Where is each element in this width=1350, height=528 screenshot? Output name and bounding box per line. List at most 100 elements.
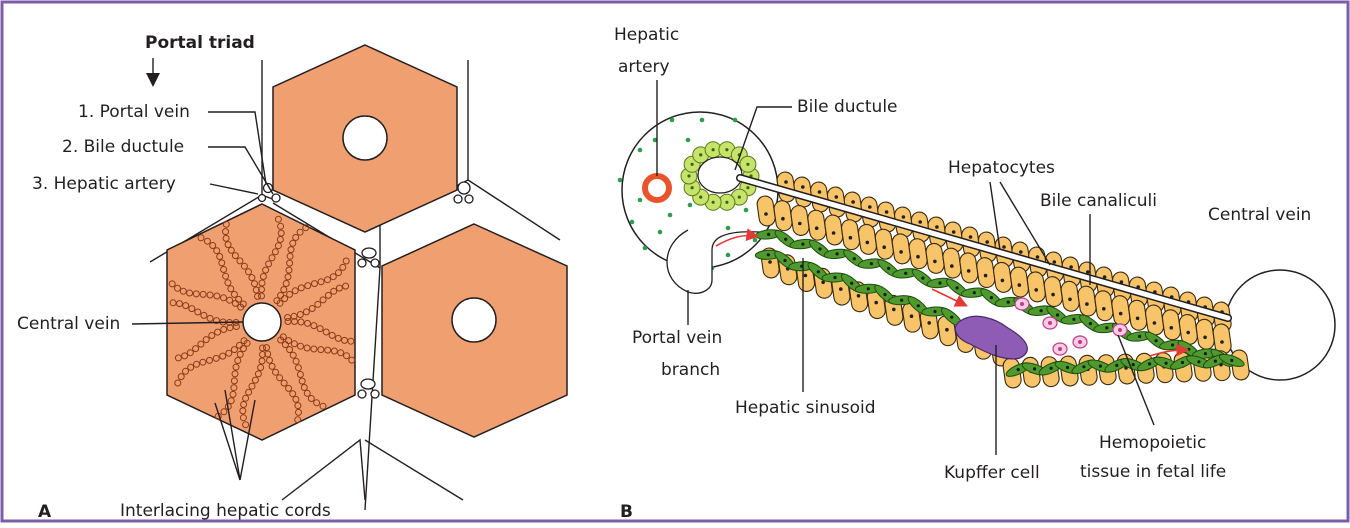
hemopoietic-nucleus xyxy=(1048,321,1052,325)
hepatocyte-nucleus xyxy=(910,314,914,318)
ductule-nucleus xyxy=(725,148,728,151)
sinusoid-nucleus xyxy=(1099,365,1102,368)
hepatocyte-nucleus xyxy=(868,205,872,209)
sinusoid-nucleus xyxy=(867,287,870,290)
hepatocyte-upper-b xyxy=(790,205,810,237)
leader-hepatic-artery xyxy=(210,184,258,194)
sinusoid-nucleus xyxy=(817,270,820,273)
hepatocyte-upper-b xyxy=(925,242,945,274)
hepatocyte-nucleus xyxy=(1001,279,1005,283)
sinusoid-nucleus xyxy=(1214,360,1217,363)
hepatocyte-nucleus xyxy=(885,210,889,214)
hepatocyte-nucleus xyxy=(1085,302,1089,306)
label-central-vein-a: Central vein xyxy=(17,314,120,334)
hepatocyte-nucleus xyxy=(952,230,956,234)
portal-triad-title: Portal triad xyxy=(145,33,255,53)
hepatocyte-nucleus xyxy=(849,236,853,240)
hemopoietic-nucleus xyxy=(1058,347,1062,351)
label-central-vein-b: Central vein xyxy=(1208,205,1311,225)
sinusoid-nucleus xyxy=(1033,367,1036,370)
sinusoid-nucleus xyxy=(1197,360,1200,363)
sinusoid-nucleus xyxy=(900,299,903,302)
panel-a-letter: A xyxy=(38,502,52,522)
sinusoid-nucleus xyxy=(1082,365,1085,368)
sinusoid-nucleus xyxy=(1040,309,1043,312)
hepatocyte-upper-b xyxy=(908,238,928,270)
ductule-nucleus xyxy=(699,153,702,156)
hepatocyte-nucleus xyxy=(866,241,870,245)
panel-a: Portal triad 1. Portal vein 2. Bile duct… xyxy=(17,33,567,522)
hepatocyte-nucleus xyxy=(1019,250,1023,254)
portal-dot xyxy=(744,208,749,213)
hepatocyte-nucleus xyxy=(798,222,802,226)
hepatocyte-nucleus xyxy=(1068,298,1072,302)
sinusoid-nucleus xyxy=(836,252,839,255)
hepatocyte-nucleus xyxy=(1051,293,1055,297)
sinusoid-nucleus xyxy=(1171,343,1174,346)
sinusoid-nucleus xyxy=(1230,359,1233,362)
sinusoid-nucleus xyxy=(950,316,953,319)
sinusoid-nucleus xyxy=(784,238,787,241)
hepatic-artery-vessel xyxy=(645,176,669,200)
hepatocyte-nucleus xyxy=(839,287,843,291)
hepatocyte-nucleus xyxy=(927,321,931,325)
sinusoid-nucleus xyxy=(921,277,924,280)
hepatocyte-nucleus xyxy=(1102,307,1106,311)
hepatocyte-nucleus xyxy=(781,217,785,221)
ductule-nucleus xyxy=(746,186,749,189)
sinusoid-nucleus xyxy=(917,304,920,307)
sinusoid-nucleus xyxy=(1105,326,1108,329)
leader-portal-vein xyxy=(208,112,266,184)
label-portal-vein-2: branch xyxy=(661,360,720,380)
ductule-nucleus xyxy=(687,174,690,177)
hepatocyte-nucleus xyxy=(933,260,937,264)
portal-dot xyxy=(658,230,663,235)
hepatocyte-nucleus xyxy=(899,250,903,254)
sinusoid-nucleus xyxy=(833,276,836,279)
bile-ductule-lumen xyxy=(698,157,742,193)
hepatocyte-nucleus xyxy=(935,225,939,229)
sinusoid-nucleus xyxy=(956,286,959,289)
ductule-nucleus xyxy=(746,163,749,166)
hepatocyte-nucleus xyxy=(1069,265,1073,269)
sinusoid-nucleus xyxy=(818,247,821,250)
hepatocyte-nucleus xyxy=(1170,326,1174,330)
ductule-nucleus xyxy=(738,196,741,199)
hepatocyte-nucleus xyxy=(902,215,906,219)
lobule-left-central-vein xyxy=(243,303,281,341)
hepatocyte-nucleus xyxy=(985,240,989,244)
portal-dot xyxy=(638,198,643,203)
hepatocyte-upper-b xyxy=(959,252,979,284)
hepatocyte-nucleus xyxy=(969,235,973,239)
sinusoid-nucleus xyxy=(1181,361,1184,364)
hepatocyte-nucleus xyxy=(1203,336,1207,340)
hepatocyte-upper-b xyxy=(942,247,962,279)
portal-dot xyxy=(618,178,623,183)
sinusoid-nucleus xyxy=(853,257,856,260)
hepatocyte-nucleus xyxy=(804,274,808,278)
ductule-nucleus xyxy=(725,201,728,204)
sinusoid-nucleus xyxy=(973,291,976,294)
sinusoid-nucleus xyxy=(850,282,853,285)
label-hepatic-cords: Interlacing hepatic cords xyxy=(120,501,331,521)
portal-dot xyxy=(688,203,693,208)
hepatocyte-upper-b xyxy=(807,209,827,241)
label-hepatic-sinusoid: Hepatic sinusoid xyxy=(735,398,876,418)
sinusoid-nucleus xyxy=(1017,368,1020,371)
hepatocyte-nucleus xyxy=(892,308,896,312)
hepatocyte-nucleus xyxy=(851,200,855,204)
hepatocyte-nucleus xyxy=(1153,321,1157,325)
hepatocyte-nucleus xyxy=(967,269,971,273)
hepatocyte-nucleus xyxy=(882,245,886,249)
label-portal-vein-1: Portal vein xyxy=(632,328,722,348)
hepatocyte-nucleus xyxy=(832,231,836,235)
panel-b: Hepatic artery Bile ductule Hepatocytes … xyxy=(614,25,1335,522)
portal-dot xyxy=(668,213,673,218)
label-hemopoietic-2: tissue in fetal life xyxy=(1080,462,1226,482)
label-hepatic-artery-1: Hepatic xyxy=(614,25,679,45)
hepatocyte-nucleus xyxy=(768,260,772,264)
label-hepatic-artery-2: artery xyxy=(618,57,670,77)
sinusoid-nucleus xyxy=(1115,364,1118,367)
portal-dot xyxy=(670,118,675,123)
